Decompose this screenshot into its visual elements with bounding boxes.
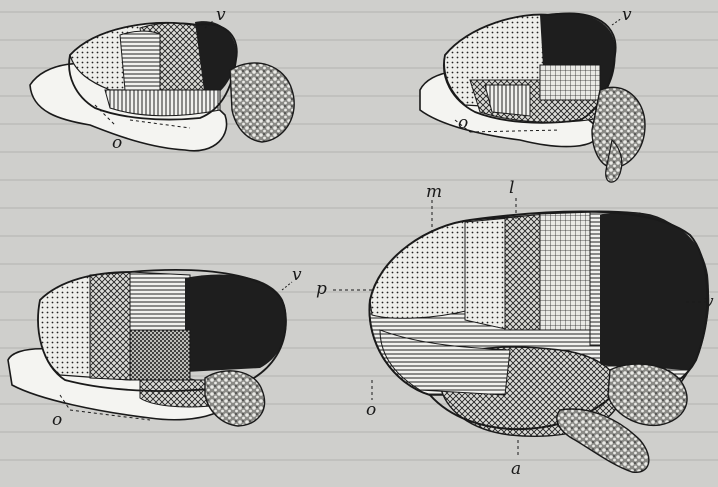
label-l: l bbox=[509, 178, 514, 198]
brain-panel-bottom-right: m l p v o a bbox=[316, 178, 714, 479]
label-v: v bbox=[216, 5, 226, 25]
label-m: m bbox=[426, 182, 442, 202]
label-o: o bbox=[52, 410, 62, 430]
label-o: o bbox=[366, 400, 376, 420]
label-p: p bbox=[316, 279, 327, 299]
brain-panel-top-right: v o bbox=[420, 5, 645, 182]
label-v: v bbox=[622, 5, 632, 25]
label-v: v bbox=[292, 265, 302, 285]
label-o: o bbox=[458, 113, 468, 133]
label-a: a bbox=[511, 459, 521, 479]
brain-panel-top-left: v o bbox=[30, 5, 294, 153]
brain-panel-bottom-left: v o bbox=[8, 265, 302, 430]
label-o: o bbox=[112, 133, 122, 153]
label-v: v bbox=[704, 292, 714, 312]
